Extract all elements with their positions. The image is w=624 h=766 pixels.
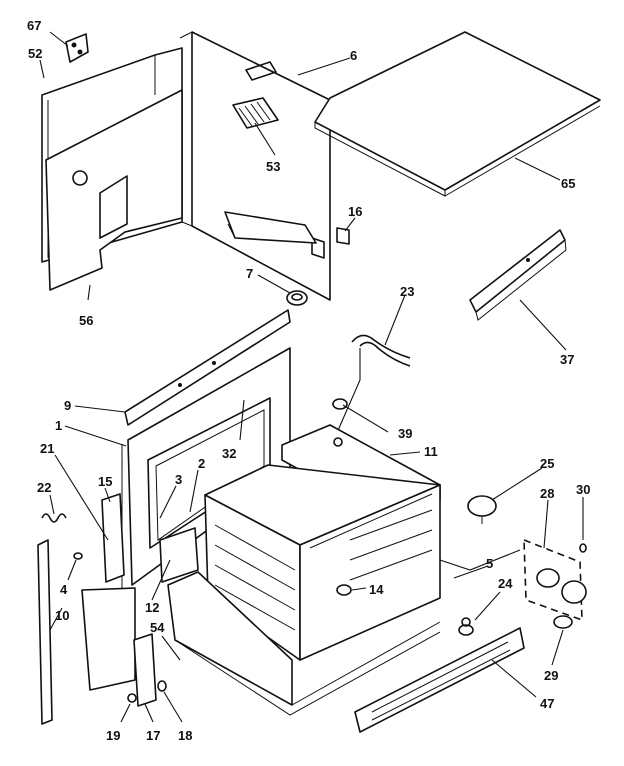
part-53-terminal-block — [232, 97, 279, 129]
part-39-sensor — [332, 398, 348, 410]
callout-52: 52 — [28, 46, 42, 61]
part-9-trim — [124, 309, 291, 426]
part-15-hinge — [101, 493, 125, 583]
callout-9: 9 — [64, 398, 71, 413]
callout-4: 4 — [60, 582, 68, 597]
part-24-igniter — [458, 617, 474, 636]
callout-14: 14 — [369, 582, 384, 597]
callout-53: 53 — [266, 159, 280, 174]
callout-17: 17 — [146, 728, 160, 743]
callout-15: 15 — [98, 474, 112, 489]
part-18-screw — [157, 680, 167, 692]
callout-10: 10 — [55, 608, 69, 623]
leader-lines — [39, 31, 584, 723]
callout-24: 24 — [498, 576, 513, 591]
part-7-grommet — [286, 290, 308, 306]
part-16-clip — [336, 227, 350, 245]
callout-39: 39 — [398, 426, 412, 441]
part-54-base — [167, 571, 441, 716]
callout-11: 11 — [424, 444, 438, 459]
callout-56: 56 — [79, 313, 93, 328]
callout-32: 32 — [222, 446, 236, 461]
callout-5: 5 — [486, 556, 493, 571]
part-4-washer — [73, 552, 83, 560]
callout-47: 47 — [540, 696, 554, 711]
callout-65: 65 — [561, 176, 575, 191]
callout-67: 67 — [27, 18, 41, 33]
part-25-cap — [467, 495, 497, 524]
callout-29: 29 — [544, 668, 558, 683]
part-37-rail — [469, 229, 567, 321]
callout-21: 21 — [40, 441, 54, 456]
part-6-duct — [224, 211, 317, 244]
part-30-clip — [579, 543, 587, 553]
part-65-top-panel — [314, 31, 601, 197]
callout-labels: 67 52 6 53 65 16 7 56 23 37 9 1 39 11 21… — [27, 18, 590, 743]
callout-22: 22 — [37, 480, 51, 495]
part-22-spring — [41, 513, 67, 523]
callout-23: 23 — [400, 284, 414, 299]
callout-12: 12 — [145, 600, 159, 615]
part-56-insulation-panel — [45, 89, 183, 291]
callout-1: 1 — [55, 418, 62, 433]
callout-19: 19 — [106, 728, 120, 743]
part-17-hinge-arm — [133, 633, 157, 707]
callout-7: 7 — [246, 266, 253, 281]
callout-30: 30 — [576, 482, 590, 497]
part-12-door-frame — [81, 527, 199, 691]
part-5-burner-tube — [439, 549, 521, 571]
part-28-valve-group — [523, 538, 587, 622]
callout-37: 37 — [560, 352, 574, 367]
part-29-knob — [553, 615, 573, 629]
callout-25: 25 — [540, 456, 554, 471]
part-47-grille — [354, 627, 525, 733]
part-11-oven-cavity — [204, 464, 441, 661]
callout-16: 16 — [348, 204, 362, 219]
callout-54: 54 — [150, 620, 165, 635]
part-67-bracket — [65, 33, 89, 63]
part-10-side-trim — [37, 539, 53, 725]
callout-2: 2 — [198, 456, 205, 471]
callout-28: 28 — [540, 486, 554, 501]
part-19-nut — [127, 693, 137, 703]
callout-3: 3 — [175, 472, 182, 487]
callout-18: 18 — [178, 728, 192, 743]
callout-6: 6 — [350, 48, 357, 63]
